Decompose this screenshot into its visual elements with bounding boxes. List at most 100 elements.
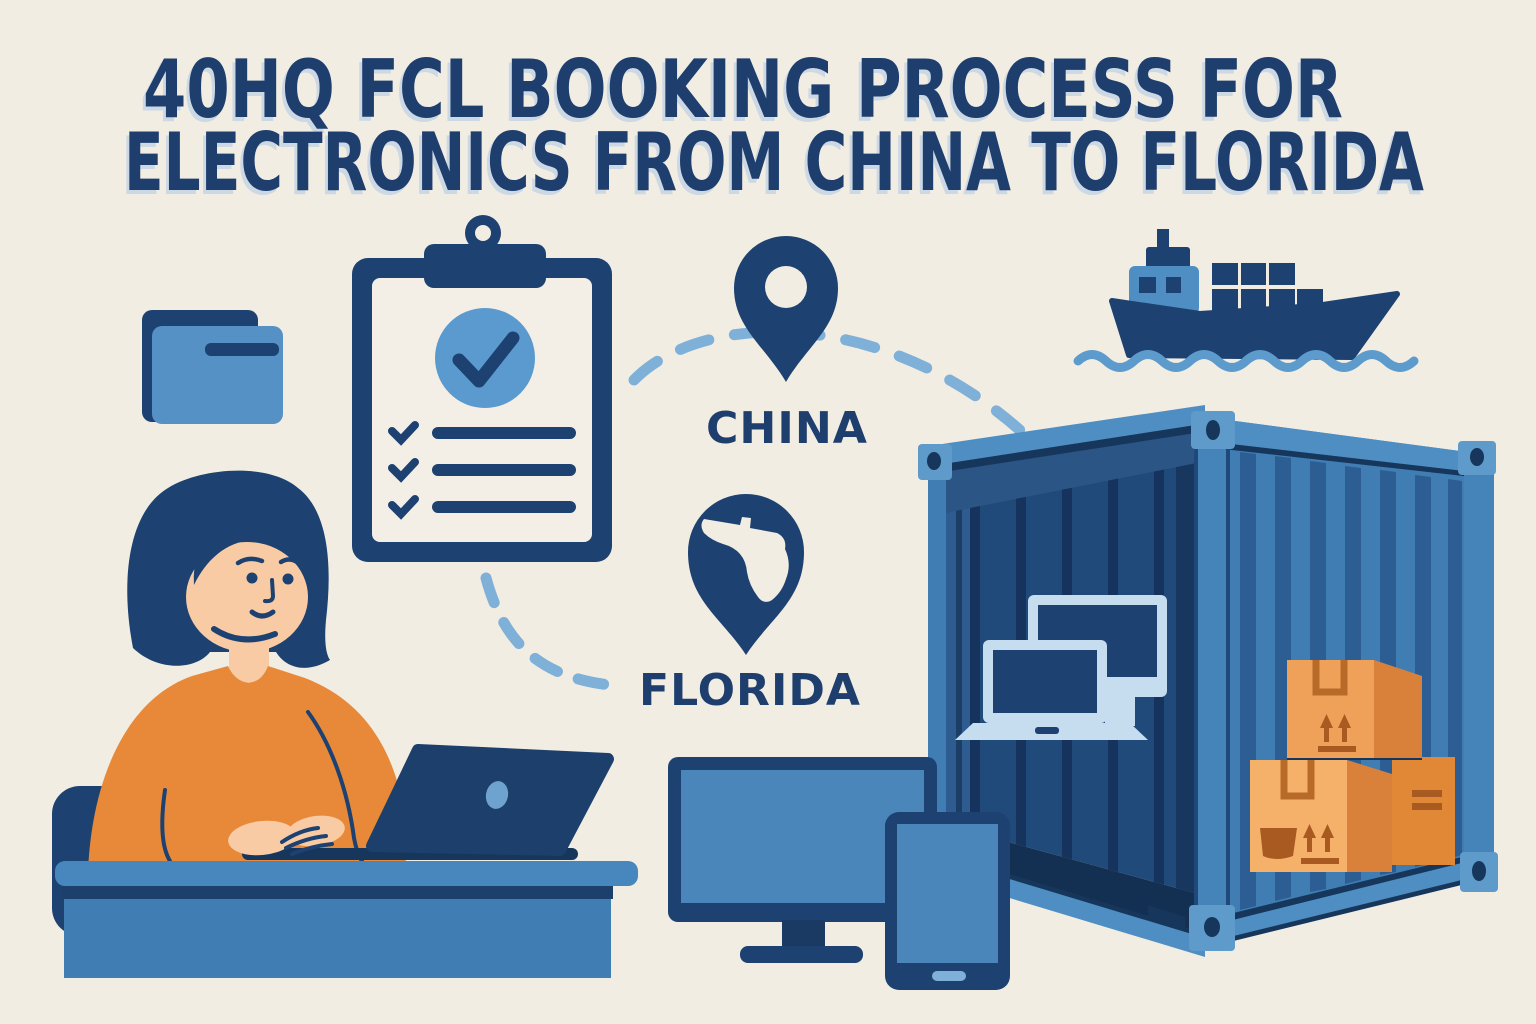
ship-window-1 <box>1139 277 1156 293</box>
ship-window-2 <box>1166 277 1181 293</box>
top-rail-underline <box>1205 441 1490 479</box>
top-rail <box>1205 417 1490 474</box>
route-arc-clipboard-to-florida <box>480 572 626 692</box>
clipboard-clip <box>424 244 546 288</box>
fitting-hole <box>1204 917 1220 937</box>
beam-notch <box>1148 905 1185 930</box>
roof-beam <box>922 405 1205 471</box>
tablet-home-button <box>932 971 966 981</box>
tablet-icon <box>885 812 1010 990</box>
ship-mast <box>1157 229 1169 249</box>
folder-icon <box>142 310 283 424</box>
checklist-line-2 <box>432 464 576 476</box>
face-features <box>211 556 300 643</box>
title-line2-shadow: ELECTRONICS FROM CHINA TO FLORIDA <box>121 120 1421 213</box>
box-tape <box>1312 660 1348 696</box>
fitting-hole <box>927 452 941 470</box>
title-line2: ELECTRONICS FROM CHINA TO FLORIDA <box>124 116 1424 209</box>
water-wave <box>1073 350 1419 372</box>
box-right-line-1 <box>1412 790 1442 797</box>
box-side <box>1374 660 1422 758</box>
florida-state-shape <box>701 517 789 602</box>
fragile-cup-icon <box>1260 828 1297 859</box>
checklist-line-1 <box>432 427 576 439</box>
bottom-rail-shadow <box>1205 850 1490 927</box>
box-right-line-2 <box>1412 803 1442 810</box>
desk-panel <box>64 899 611 978</box>
tablet-screen <box>897 824 998 963</box>
clipboard-checklist-icon <box>352 215 612 562</box>
box-right <box>1392 757 1455 865</box>
finger-line <box>280 826 320 844</box>
monitor-stand <box>1105 695 1135 726</box>
eyebrow-left <box>235 556 265 566</box>
monitor-icon <box>668 757 937 963</box>
hand-right <box>287 815 345 847</box>
eye-right <box>282 573 294 585</box>
pin-hole <box>765 266 807 308</box>
destination-label: FLORIDA <box>639 665 861 716</box>
laptop-notch <box>1035 727 1059 734</box>
this-side-up-icon <box>1301 824 1339 864</box>
post-edge <box>1194 412 1198 950</box>
cardboard-boxes-icon <box>1250 660 1455 872</box>
chin-line <box>211 626 278 643</box>
fitting-hole <box>1470 448 1484 466</box>
shipping-container-icon <box>918 405 1498 957</box>
hand-left <box>228 820 296 856</box>
box-top <box>1287 660 1422 758</box>
finger-line <box>290 842 334 856</box>
check-mark-icon <box>452 331 520 388</box>
nose <box>263 578 276 604</box>
box-tape <box>1280 760 1315 800</box>
eye-left <box>246 572 258 584</box>
title-line1: 40HQ FCL BOOKING PROCESS FOR <box>143 43 1343 136</box>
this-side-up-icon <box>1318 714 1356 752</box>
container-ceiling <box>935 420 1202 519</box>
hair-fringe <box>193 510 309 590</box>
eyebrow-right <box>278 557 300 565</box>
origin-label: CHINA <box>706 403 868 454</box>
mouth-smile <box>249 609 276 619</box>
back-right-post <box>1464 448 1494 876</box>
checklist-check-1 <box>388 421 419 446</box>
checklist-check-2 <box>388 458 419 483</box>
laptop-screen <box>993 650 1097 713</box>
finger-line <box>284 834 328 850</box>
front-right-post <box>1194 412 1230 950</box>
cargo-ship-icon <box>1073 229 1419 372</box>
clipboard-ring-hole <box>475 225 491 241</box>
electronics-laptop-icon <box>955 640 1148 740</box>
hands <box>228 815 345 856</box>
florida-location-pin-icon <box>688 494 804 655</box>
ship-hull <box>1109 291 1400 360</box>
roof-beam-underline <box>930 424 1202 472</box>
monitor-base <box>740 946 863 963</box>
page-title: 40HQ FCL BOOKING PROCESS FOR 40HQ FCL BO… <box>121 43 1424 213</box>
monitor-screen <box>681 770 924 903</box>
post-edge <box>1226 412 1230 950</box>
bottom-rail-edge <box>1205 873 1490 948</box>
sleeve-seam-left <box>160 788 172 863</box>
title-line1-shadow: 40HQ FCL BOOKING PROCESS FOR <box>140 47 1340 140</box>
face <box>186 542 308 652</box>
monitor-neck <box>782 920 825 948</box>
pin-body <box>734 236 838 382</box>
check-circle <box>435 308 535 408</box>
box-bottom-left <box>1250 760 1392 872</box>
desk <box>55 861 638 978</box>
laptop-logo <box>485 781 509 809</box>
box-side <box>1347 760 1392 872</box>
fitting-hole <box>1206 420 1220 440</box>
checklist-line-3 <box>432 501 576 513</box>
bottom-rail <box>1205 856 1490 943</box>
fitting-hole <box>1472 861 1486 881</box>
ship-deck-containers <box>1212 263 1323 311</box>
folder-slot <box>205 343 279 356</box>
box-front <box>1287 660 1374 758</box>
desk-top <box>55 861 638 886</box>
checklist-rows <box>388 421 576 520</box>
china-location-pin-icon <box>734 236 838 382</box>
